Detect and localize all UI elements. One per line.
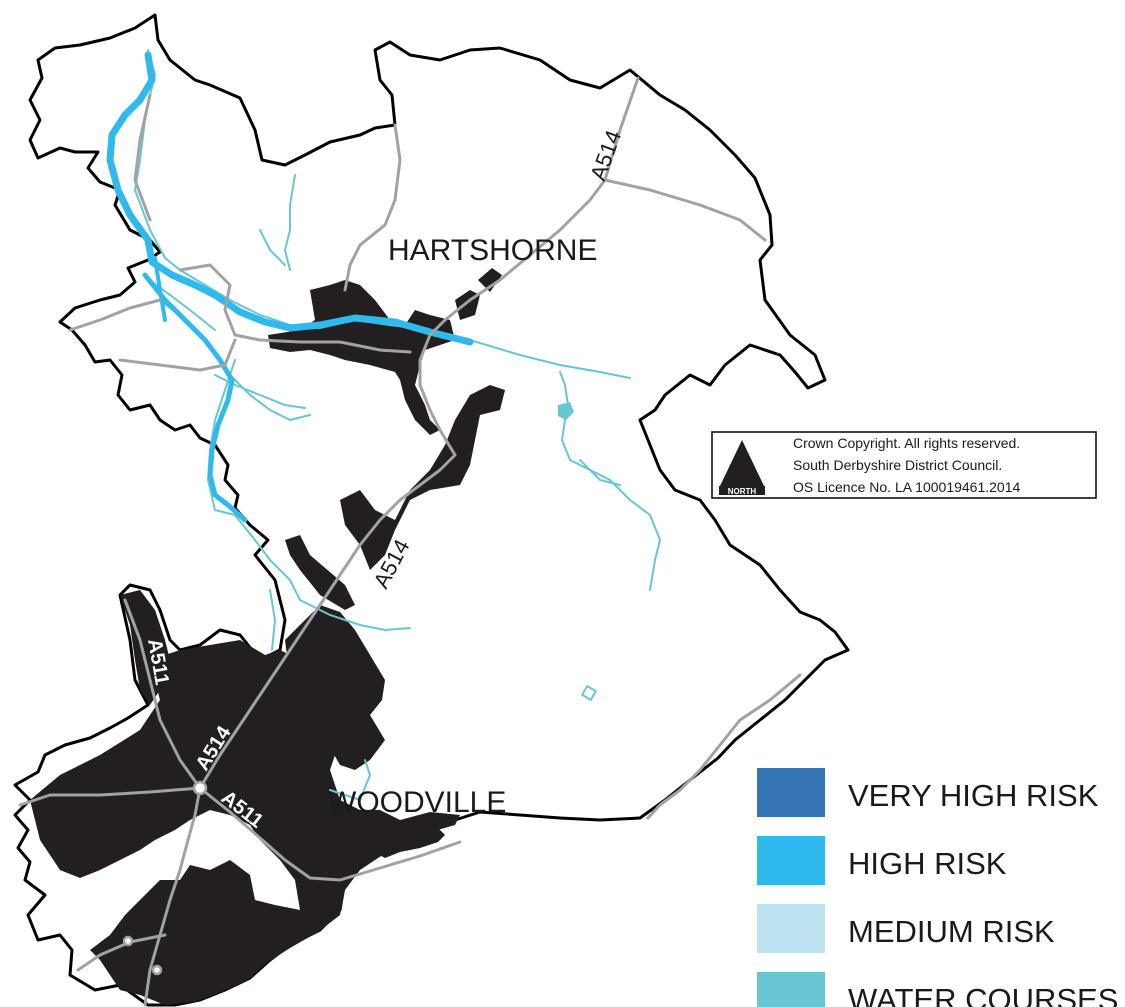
roads: [18, 76, 802, 1007]
north-label: NORTH: [728, 487, 757, 496]
legend-label-2: MEDIUM RISK: [848, 914, 1055, 949]
legend-label-3: WATER COURSES: [848, 982, 1118, 1007]
a514-ribbon-built-up: [285, 535, 355, 610]
a514-central-built-up: [340, 385, 505, 570]
road-a511-main: [198, 786, 462, 882]
road-a511-north: [123, 598, 202, 790]
road-west: [18, 786, 202, 807]
copyright-line-2: South Derbyshire District Council.: [793, 457, 1002, 473]
legend: VERY HIGH RISK HIGH RISK MEDIUM RISK WATER …: [757, 768, 1118, 1007]
roundabout-woodville: [192, 780, 208, 796]
hartshorne-ne-built-up: [478, 268, 502, 292]
south-east-built-up: [370, 822, 445, 858]
roundabout-south: [122, 935, 134, 947]
roundabouts: [122, 780, 208, 976]
legend-label-1: HIGH RISK: [848, 846, 1007, 881]
place-label-woodville: WOODVILLE: [328, 786, 506, 819]
copyright-line-1: Crown Copyright. All rights reserved.: [793, 435, 1020, 451]
legend-swatch-1: [757, 836, 825, 885]
woodville-east-built-up: [285, 605, 385, 770]
road-a514-main: [143, 76, 640, 1007]
pond-small: [580, 684, 598, 702]
legend-swatch-0: [757, 768, 825, 817]
copyright-line-3: OS Licence No. LA 100019461.2014: [793, 479, 1021, 495]
north-arrow-icon: NORTH: [719, 440, 765, 496]
place-label-hartshorne: HARTSHORNE: [388, 234, 597, 267]
hartshorne-built-up: [268, 280, 455, 435]
road-south-west: [76, 933, 167, 972]
woodville-built-up: [30, 640, 460, 1005]
pond: [558, 402, 574, 420]
high-risk-zone: [106, 51, 474, 523]
legend-swatch-3: [757, 972, 825, 1007]
roundabout-south-2: [151, 964, 163, 976]
legend-swatch-2: [757, 904, 825, 953]
legend-label-0: VERY HIGH RISK: [848, 778, 1099, 813]
copyright-box: NORTH Crown Copyright. All rights reserv…: [711, 431, 1097, 499]
